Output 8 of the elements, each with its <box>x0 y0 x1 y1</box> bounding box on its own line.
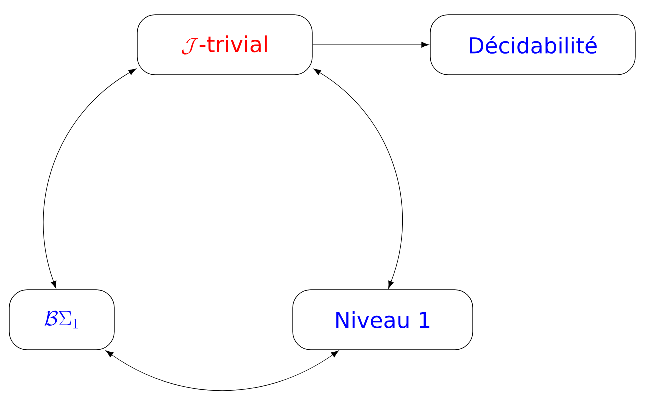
arrow <box>106 350 339 392</box>
arrow <box>43 68 136 289</box>
rounded-box: $\mathcal{B}\Sigma_1$ <box>9 290 115 350</box>
arrow <box>314 68 404 289</box>
rounded-box: $\mathcal{J}\mbox{-trivial}$ <box>137 14 313 76</box>
rounded-box: Décidabilité <box>430 14 636 76</box>
rounded-box: Niveau 1 <box>292 290 474 350</box>
arrow <box>312 42 430 48</box>
